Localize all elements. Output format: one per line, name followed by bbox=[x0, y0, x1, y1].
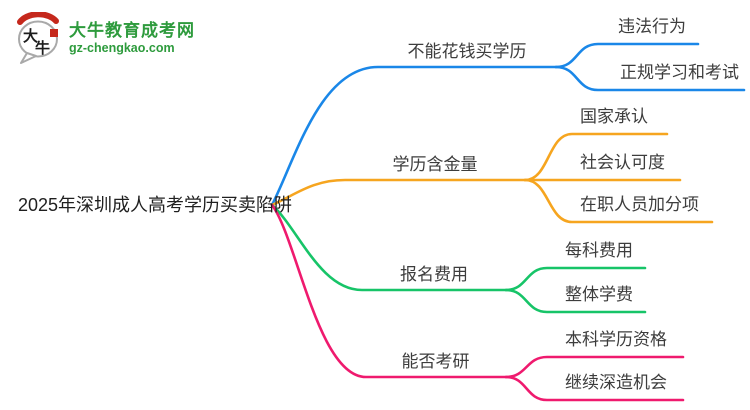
branch-lines-value bbox=[270, 132, 714, 224]
branch-label-value: 学历含金量 bbox=[392, 155, 478, 174]
leaf-further-education: 继续深造机会 bbox=[565, 373, 667, 392]
leaf-per-subject-fee: 每科费用 bbox=[565, 241, 633, 260]
branch-lines-buy-diploma bbox=[270, 42, 746, 207]
svg-text:牛: 牛 bbox=[35, 39, 50, 57]
leaf-formal-study-exam: 正规学习和考试 bbox=[620, 63, 739, 82]
root-topic: 2025年深圳成人高考学历买卖陷阱 bbox=[18, 195, 293, 215]
site-logo: 大 牛 大牛教育成考网 gz-chengkao.com bbox=[15, 12, 195, 64]
branch-label-postgrad: 能否考研 bbox=[401, 352, 470, 371]
leaf-bachelor-qualification: 本科学历资格 bbox=[565, 330, 667, 349]
leaf-employee-bonus-points: 在职人员加分项 bbox=[580, 195, 699, 214]
branch-lines-postgrad bbox=[270, 203, 685, 402]
leaf-total-tuition: 整体学费 bbox=[565, 285, 633, 304]
leaf-state-recognized: 国家承认 bbox=[580, 107, 648, 126]
svg-text:大: 大 bbox=[23, 27, 38, 45]
leaf-social-recognition: 社会认可度 bbox=[580, 153, 665, 172]
branch-label-fees: 报名费用 bbox=[400, 265, 468, 284]
logo-title: 大牛教育成考网 bbox=[69, 20, 195, 40]
logo-domain: gz-chengkao.com bbox=[69, 40, 175, 55]
branch-lines-fees bbox=[270, 203, 647, 314]
daniu-speech-bubble-icon: 大 牛 bbox=[17, 12, 59, 64]
branch-label-buy-diploma: 不能花钱买学历 bbox=[407, 42, 527, 61]
leaf-illegal: 违法行为 bbox=[618, 17, 686, 36]
